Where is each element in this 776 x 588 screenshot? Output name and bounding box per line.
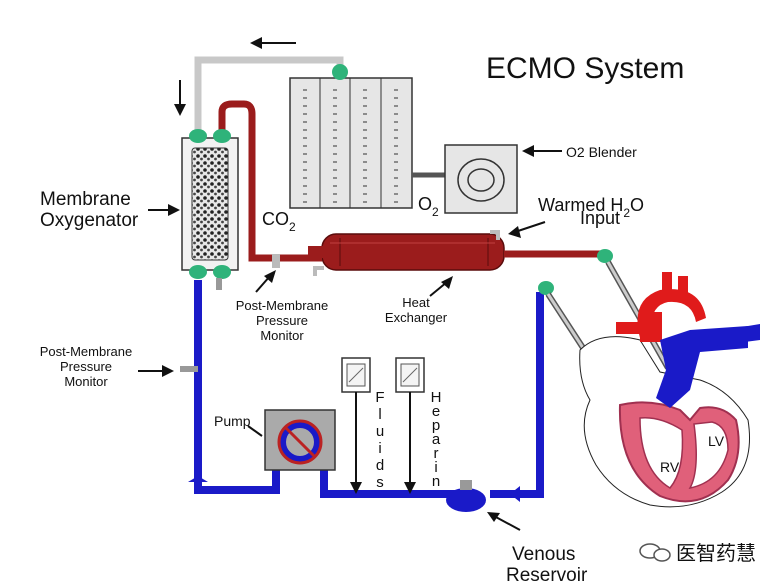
venous-reservoir-line1: Venous <box>512 544 575 565</box>
watermark-text: 医智药慧 <box>676 542 756 565</box>
rv-label: RV <box>660 459 680 475</box>
heparin-letter: H <box>431 389 442 406</box>
heparin-letter: r <box>434 445 439 462</box>
fluids-letter: s <box>376 474 384 491</box>
heat-exchanger <box>308 233 505 271</box>
arrow-post-membrane-left-icon <box>138 365 174 377</box>
co2-label: CO2 <box>262 209 296 234</box>
heparin-letter: e <box>432 403 440 420</box>
arterial-tube-upper <box>218 100 278 262</box>
o2-label: O2 <box>418 194 439 219</box>
arrow-post-membrane-top-icon <box>255 270 276 293</box>
gas-flowmeter-panel <box>289 64 413 209</box>
arrow-to-blender-icon <box>522 145 562 157</box>
heparin-letter: n <box>432 473 440 490</box>
watermark: 医智药慧 <box>639 542 756 565</box>
pump-label: Pump <box>214 413 251 429</box>
heat-exchanger-line1: Heat <box>402 295 430 310</box>
fluids-letter: l <box>378 406 381 423</box>
arrow-down-icon <box>174 80 186 116</box>
lv-label: LV <box>708 433 725 449</box>
pump <box>264 409 336 471</box>
fluids-letter: d <box>376 457 384 474</box>
membrane-label-line1: Membrane <box>40 189 131 210</box>
heart-illustration <box>579 272 760 508</box>
membrane-label-line2: Oxygenator <box>40 210 139 231</box>
fluids-bag <box>341 357 371 494</box>
venous-reservoir <box>446 480 486 512</box>
arrow-to-oxygenator-icon <box>148 204 180 216</box>
arrow-left-icon <box>250 37 296 49</box>
o2-blender-label: O2 Blender <box>566 144 637 160</box>
warmed-h2o-label-line1: Warmed H2O <box>538 195 644 220</box>
heparin-bag <box>395 357 425 494</box>
heparin-letter: p <box>432 417 440 434</box>
post-membrane-top-line1: Post-Membrane <box>236 298 328 313</box>
venous-tube-return <box>490 292 544 498</box>
warmed-h2o-label-line2: Input <box>580 208 620 228</box>
post-membrane-left-line2: Pressure <box>60 359 112 374</box>
heparin-letter: a <box>432 431 441 448</box>
membrane-oxygenator <box>181 129 239 290</box>
fluids-letter: u <box>376 423 384 440</box>
heat-exchanger-line2: Exchanger <box>385 310 448 325</box>
venous-reservoir-line2: Reservoir <box>506 565 588 586</box>
arrow-reservoir-icon <box>487 512 521 531</box>
arrow-heat-exchanger-icon <box>429 276 453 297</box>
heparin-letter: i <box>434 459 437 476</box>
arrow-pump-icon <box>247 425 263 437</box>
fluids-letter: F <box>375 389 384 406</box>
fluids-letter: i <box>378 440 381 457</box>
arrow-warmed-h2o-icon <box>508 221 546 238</box>
post-membrane-top-line2: Pressure <box>256 313 308 328</box>
post-membrane-left-line1: Post-Membrane <box>40 344 132 359</box>
diagram-title: ECMO System <box>486 52 684 85</box>
o2-blender <box>444 144 518 214</box>
post-membrane-left-line3: Monitor <box>64 374 108 389</box>
post-membrane-top-line3: Monitor <box>260 328 304 343</box>
